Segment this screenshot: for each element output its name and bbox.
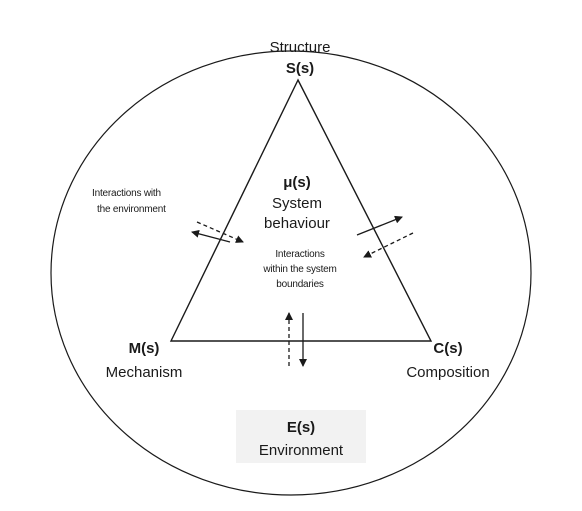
mechanism-symbol: M(s)	[129, 340, 160, 357]
behaviour-symbol: μ(s)	[283, 174, 311, 191]
composition-symbol: C(s)	[433, 340, 462, 357]
internal-interactions-line1: Interactions	[275, 249, 324, 260]
environment-label: Environment	[259, 442, 344, 459]
system-triangle	[169, 78, 433, 342]
structure-symbol: S(s)	[286, 60, 314, 77]
env-interactions-line1: Interactions with	[92, 188, 161, 199]
composition-label: Composition	[406, 364, 489, 381]
internal-interactions-line3: boundaries	[276, 279, 324, 290]
structure-label: Structure	[270, 39, 331, 56]
behaviour-label-line2: behaviour	[264, 215, 330, 232]
mechanism-label: Mechanism	[106, 364, 183, 381]
right-arrow-dashed	[363, 232, 414, 258]
left-arrow-dashed	[196, 221, 244, 243]
right-arrow-solid	[356, 215, 403, 236]
environment-boundary-circle	[50, 50, 532, 496]
env-interactions-line2: the environment	[97, 204, 166, 215]
internal-interactions-line2: within the system	[262, 264, 336, 275]
behaviour-label-line1: System	[272, 195, 322, 212]
environment-box	[236, 410, 366, 463]
left-arrow-solid	[191, 229, 231, 243]
environment-symbol: E(s)	[287, 419, 315, 436]
